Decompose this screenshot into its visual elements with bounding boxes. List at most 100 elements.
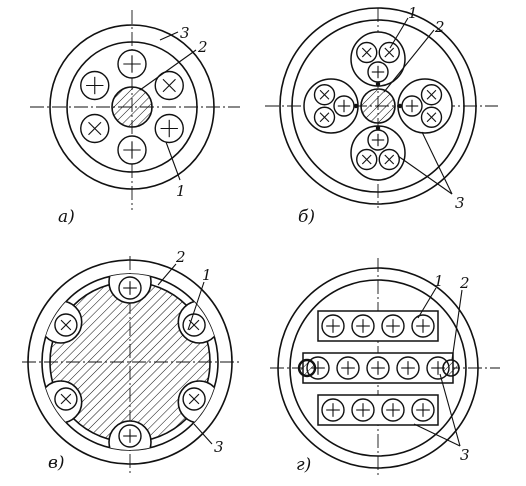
panel-g-row-2-conductor-4-mark [401,361,415,375]
panel-b-leader-3a [421,131,453,195]
panel-a-callout-3: 3 [180,24,190,42]
panel-g-row-1-conductor-4-mark [416,319,430,333]
panel-b-callout-1: 1 [408,4,418,22]
panel-a-leader-1 [165,141,181,181]
panel-v-conductor-1-mark [123,281,137,295]
panel-b-group-4-contact [353,103,359,109]
panel-g-callout-2: 2 [459,274,470,292]
panel-a-outer-sheath [49,24,215,190]
panel-b: 1 2 3 б) [265,4,498,227]
panel-b-callout-2: 2 [434,18,445,36]
panel-g-inner-sheath [289,279,467,457]
panel-a-conductor-5-mark [88,121,102,136]
panel-g-outer-sheath [277,267,479,469]
panel-a-callout-1: 1 [176,182,186,200]
panel-g-row-3-conductor-1-mark [326,403,340,417]
panel-b-group-2-contact [397,103,403,109]
panel-v-conductor-4-mark [123,429,137,443]
panel-v-conductor-2-mark-stroke-2 [188,319,200,331]
panel-g-row-1-conductor-1-mark [326,319,340,333]
panel-v-conductors [54,276,206,448]
panel-b-group-4-conductor-2-mark-stroke-2 [319,112,330,123]
panel-a-conductor-6-mark [86,76,104,95]
panel-b-group-1-conductor-2-mark [361,47,372,58]
panel-v: 2 1 3 в) [22,248,240,476]
panel-b-group-3-conductor-2-mark [384,154,395,165]
panel-a-conductor-4-mark [123,141,141,159]
panel-b-caption: б) [298,207,315,227]
panel-b-group-2-conductor-1-mark [405,99,419,113]
panel-b-leader-2 [383,29,435,93]
panel-v-callout-3: 3 [214,438,224,456]
panel-b-leader-3b [397,155,453,195]
panel-v-leader-1 [187,281,205,331]
panel-b-inner-sheath [291,19,465,193]
panel-a-core [111,86,153,128]
panel-b-group-3-conductor-2-mark-stroke-2 [384,154,395,165]
panel-b-group-1-contact [375,81,381,87]
panel-b-group-4-conductor-3-mark-stroke-2 [319,89,330,100]
panel-b-outer-sheath [279,7,477,205]
panel-g-row-3-conductor-2-mark [356,403,370,417]
panel-a-conductor-2-mark [162,78,176,93]
panel-v-leader-2 [157,263,177,286]
panel-b-group-3-conductor-3-mark-stroke-2 [361,154,372,165]
panel-a-callout-2: 2 [197,38,208,56]
panel-v-outer-sheath [27,259,233,465]
panel-v-conductor-6-mark [60,319,72,331]
panel-b-group-1-conductor-3-mark-stroke-2 [384,47,395,58]
panel-g-row-2-conductor-2-mark [341,361,355,375]
panel-g-caption: г) [296,455,311,475]
panel-b-group-2-conductor-3-mark [426,112,437,123]
panel-a-leader-3 [159,31,179,41]
panel-v-callout-1: 1 [202,266,212,284]
panel-g-row-3-conductor-3-mark [386,403,400,417]
panel-v-caption: в) [48,453,65,473]
panel-v-callout-2: 2 [175,248,186,266]
panel-b-conductor-groups [303,31,453,181]
panel-g-leader-3b [439,373,461,447]
panel-a-leader-2 [139,49,197,91]
panel-g-row-3-conductor-4-mark [416,403,430,417]
panel-g: 1 2 3 г) [270,258,500,478]
panel-g-callout-3: 3 [460,446,470,464]
panel-b-leader-1 [389,17,409,49]
panel-b-group-1-conductor-3-mark [384,47,395,58]
panel-g-filler-left [297,358,317,378]
panel-b-core [360,88,396,124]
panel-a-conductor-5-mark-stroke-2 [88,121,102,136]
panel-a-caption: а) [58,207,75,227]
panel-a-conductor-3-mark [160,119,178,138]
panel-v-conductor-3-mark [188,393,200,405]
panel-g-filler-right [442,359,460,377]
panel-b-group-3-conductor-1-mark [371,133,385,147]
panel-a-conductor-1-mark [123,55,141,73]
panel-g-leader-1 [417,287,437,319]
panel-g-callout-1: 1 [434,272,444,290]
panel-a-conductors [80,49,184,165]
panel-v-conductor-3-mark-stroke-2 [188,393,200,405]
panel-b-group-2-conductor-3-mark-stroke-2 [426,112,437,123]
panel-b-group-4-conductor-1-mark [337,99,351,113]
panel-g-row-1-conductor-3-mark [386,319,400,333]
panel-g-row-2-conductor-3-mark [371,361,385,375]
panel-g-leader-2 [451,289,463,361]
panel-b-group-3-conductor-3-mark [361,154,372,165]
panel-g-conductor-rows [302,310,454,426]
panel-b-group-1-conductor-1-mark [371,65,385,79]
panel-v-conductor-6-mark-stroke-2 [60,319,72,331]
panel-a-conductor-2-mark-stroke-2 [162,78,176,93]
panel-v-conductor-5-mark [60,393,72,405]
panel-b-group-2-conductor-2-mark [426,89,437,100]
panel-g-row-1-conductor-2-mark [356,319,370,333]
panel-a-inner-sheath [66,41,198,173]
panel-b-group-1-conductor-2-mark-stroke-2 [361,47,372,58]
panel-b-group-4-conductor-2-mark [319,112,330,123]
panel-v-conductor-5-mark-stroke-2 [60,393,72,405]
panel-b-group-4-conductor-3-mark [319,89,330,100]
panel-b-group-3-contact [375,125,381,131]
panel-b-callout-3: 3 [455,194,465,212]
panel-g-leader-3a [413,423,461,447]
panel-a: 3 2 1 а) [30,10,240,227]
